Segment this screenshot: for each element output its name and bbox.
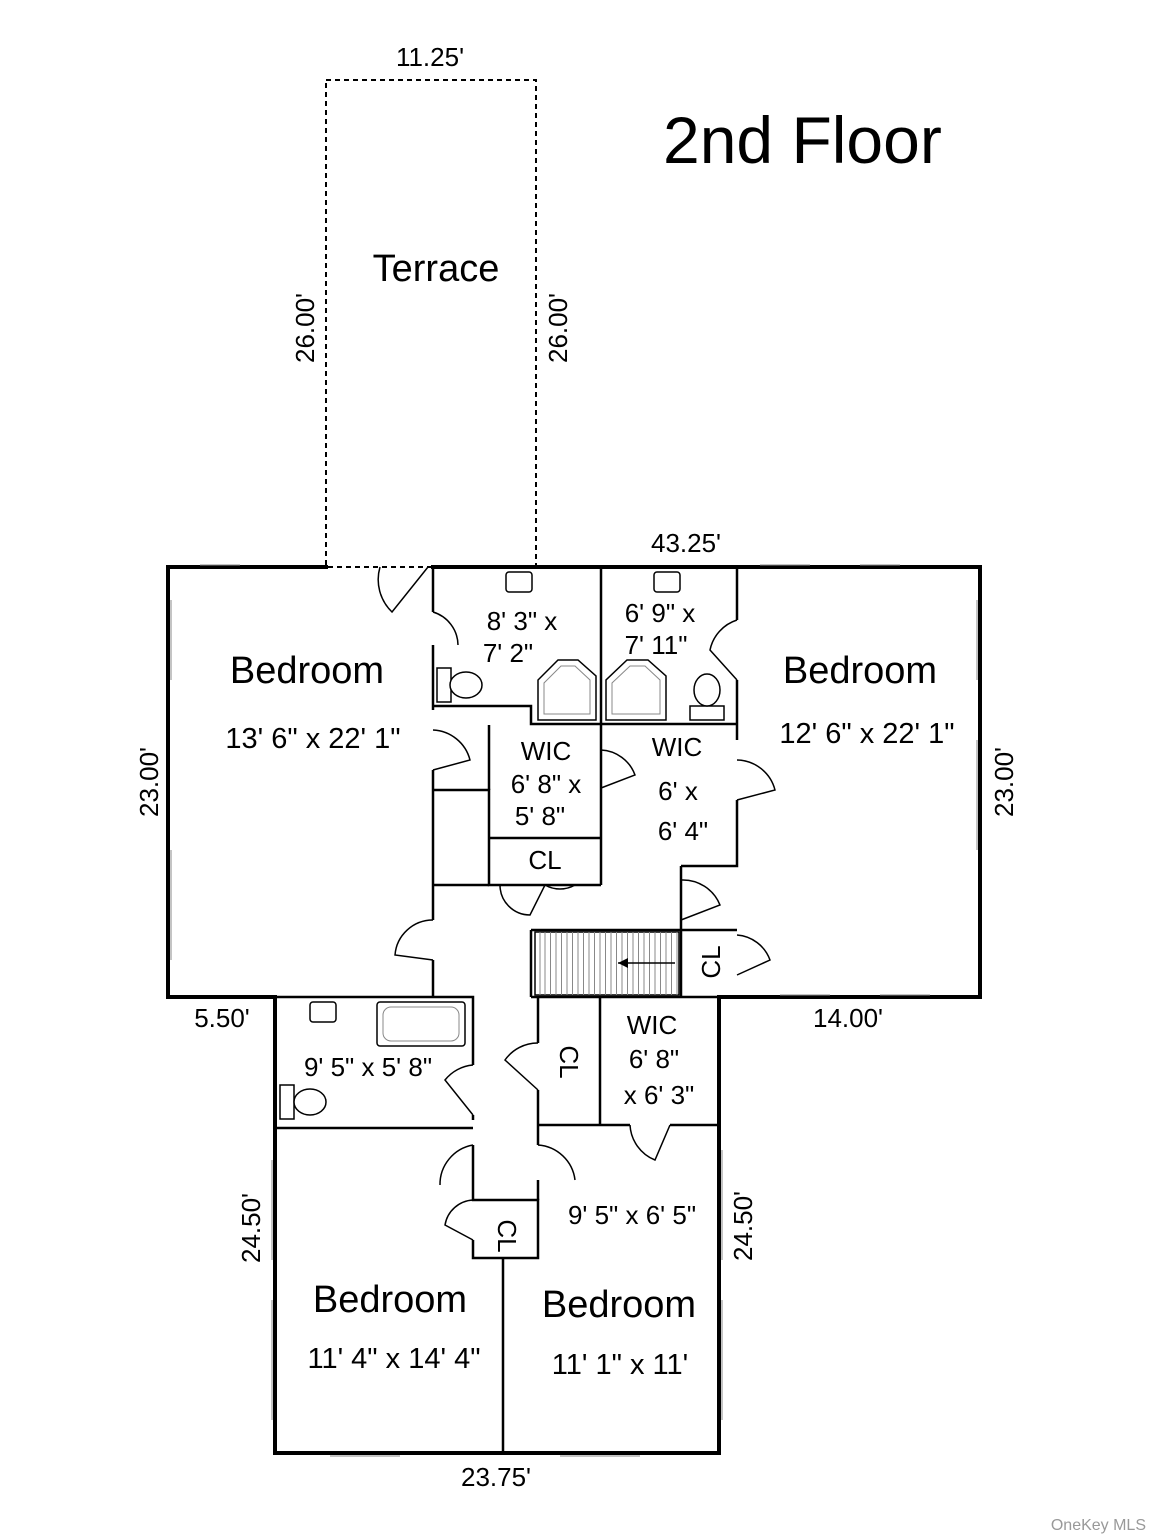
wic-3-name: WIC: [627, 1010, 678, 1040]
bedroom-se-name: Bedroom: [542, 1284, 696, 1326]
dim-left-offset: 5.50': [194, 1003, 250, 1033]
toilet-icon: [436, 667, 452, 703]
wic-1-size-line2: 5' 8": [515, 801, 565, 831]
hall-room-size: 9' 5" x 6' 5": [568, 1200, 696, 1230]
dim-lower-left-height: 24.50': [236, 1193, 266, 1263]
wic-1-size-line1: 6' 8" x: [511, 769, 582, 799]
toilet-icon: [689, 705, 725, 721]
exterior-walls: [166, 565, 982, 1455]
closet-1-label: CL: [528, 845, 561, 875]
dim-bottom-width: 23.75': [461, 1462, 531, 1492]
page-title: 2nd Floor: [663, 103, 942, 177]
wic-2-size-line1: 6' x: [658, 776, 698, 806]
dim-left-height: 23.00': [134, 747, 164, 817]
closet-4-label: CL: [492, 1219, 522, 1252]
bedroom-sw-name: Bedroom: [313, 1279, 467, 1321]
bath-1-size-line2: 7' 2": [483, 638, 533, 668]
dim-right-offset: 14.00': [813, 1003, 883, 1033]
sink-icon: [309, 1001, 337, 1023]
watermark: OneKey MLS: [1051, 1517, 1146, 1534]
terrace-depth-right: 26.00': [543, 293, 573, 363]
bedroom-sw-size: 11' 4" x 14' 4": [307, 1343, 480, 1375]
bedroom-nw-size: 13' 6" x 22' 1": [225, 723, 400, 755]
terrace-outline: [325, 79, 537, 568]
wic-1-name: WIC: [521, 736, 572, 766]
bathtub-icon: [376, 1001, 466, 1047]
bedroom-ne-name: Bedroom: [783, 650, 937, 692]
sink-icon: [653, 571, 681, 593]
dim-right-height: 23.00': [989, 747, 1019, 817]
bath-2-size-line2: 7' 11": [625, 630, 688, 660]
sink-icon: [505, 571, 533, 593]
toilet-icon: [279, 1084, 295, 1120]
bedroom-se-size: 11' 1" x 11': [552, 1349, 688, 1381]
terrace-width: 11.25': [396, 42, 464, 72]
bath-3-size: 9' 5" x 5' 8": [304, 1052, 432, 1082]
closet-3-label: CL: [554, 1045, 584, 1078]
staircase: [534, 931, 680, 996]
bathroom-fixtures: [279, 571, 725, 1120]
windows: [170, 564, 978, 1457]
wic-3-size-line1: 6' 8": [629, 1044, 679, 1074]
bath-2-size-line1: 6' 9" x: [625, 598, 696, 628]
bedroom-ne-size: 12' 6" x 22' 1": [779, 718, 954, 750]
closet-2-label: CL: [696, 945, 726, 978]
terrace-label: Terrace: [373, 248, 500, 290]
wic-2-name: WIC: [652, 732, 703, 762]
dim-top-width: 43.25': [651, 528, 721, 558]
shower-icon: [605, 659, 667, 721]
bedroom-nw-name: Bedroom: [230, 650, 384, 692]
doors: [377, 566, 776, 1241]
terrace-depth-left: 26.00': [290, 293, 320, 363]
bath-1-size-line1: 8' 3" x: [487, 606, 558, 636]
wic-3-size-line2: x 6' 3": [624, 1080, 695, 1110]
dim-lower-right-height: 24.50': [728, 1191, 758, 1261]
wic-2-size-line2: 6' 4": [658, 816, 708, 846]
shower-icon: [537, 659, 597, 721]
